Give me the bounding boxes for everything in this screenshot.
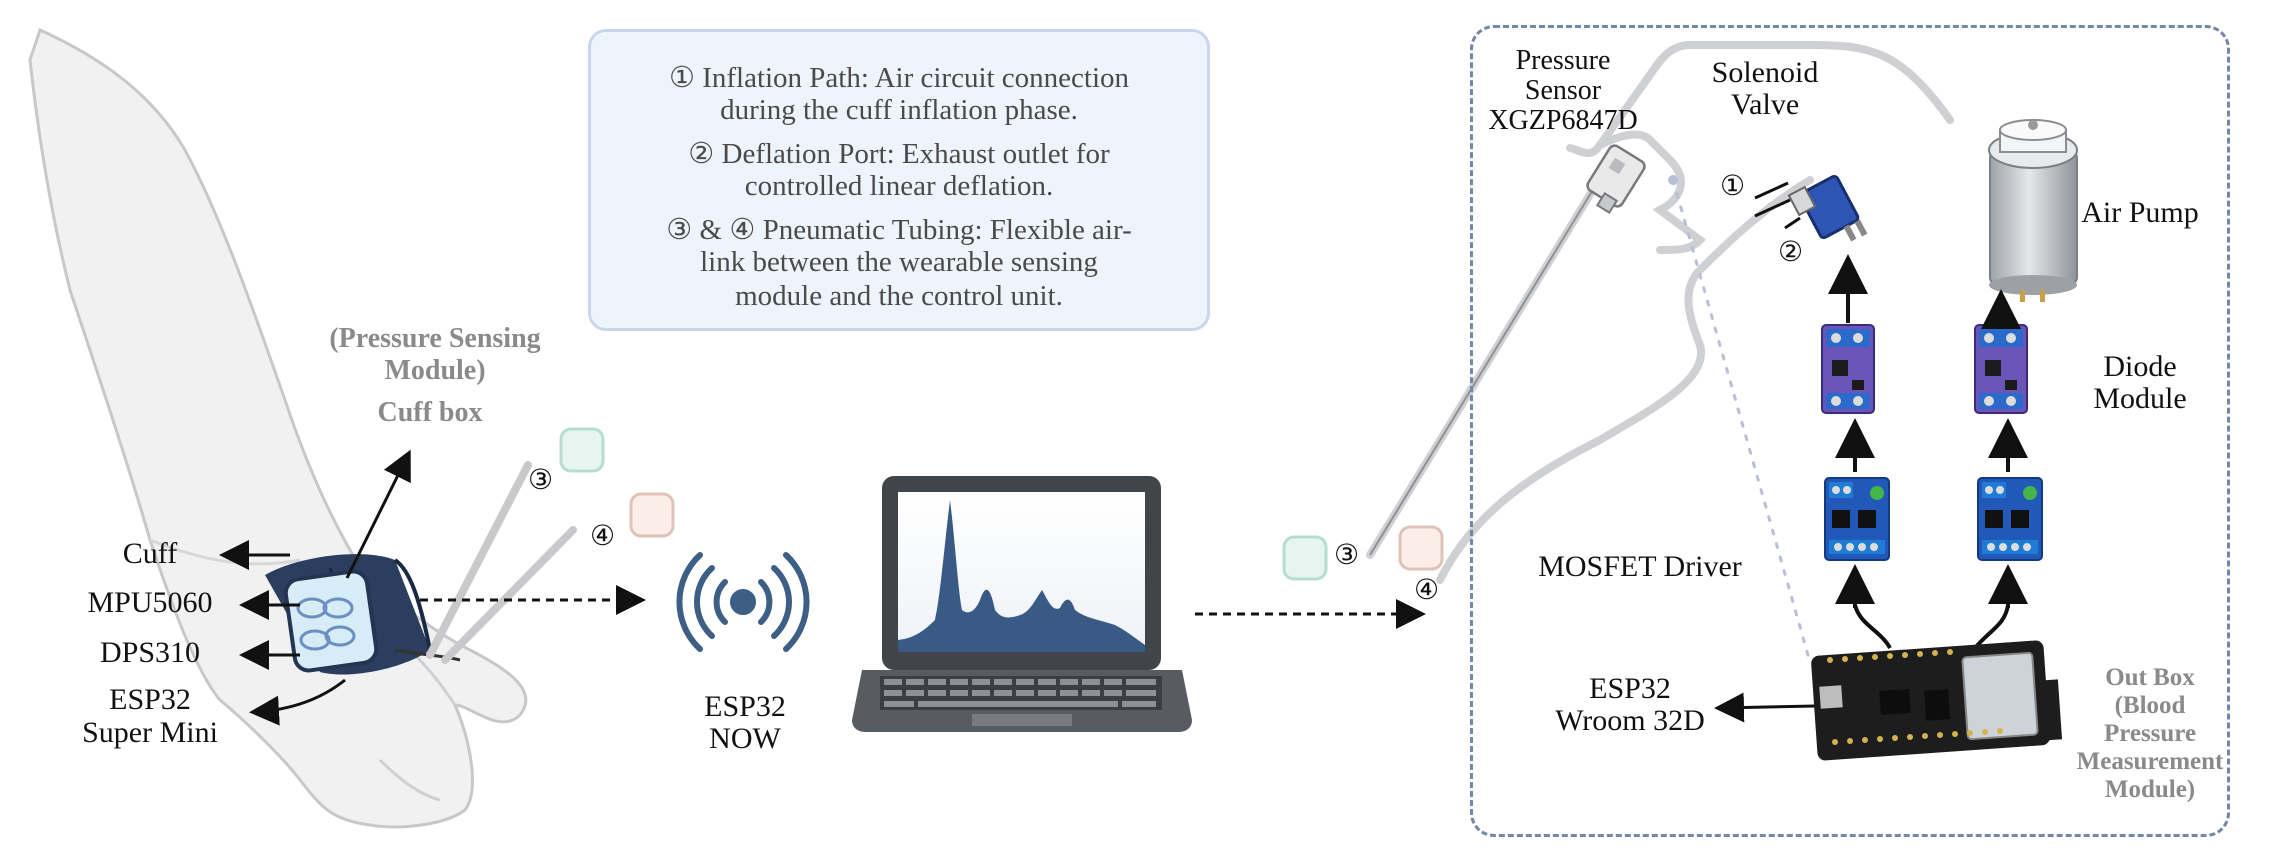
out-box-frame	[1470, 25, 2230, 837]
module-title-1: (Pressure Sensing	[329, 323, 541, 354]
port-1-bracket-2	[1754, 198, 1791, 218]
cuff-box	[283, 569, 379, 673]
diode-label-1: Diode	[2103, 350, 2177, 383]
tube-4-marker-left: ④	[590, 521, 616, 552]
diode-module-left	[1821, 324, 1875, 414]
pressure-sensor-icon	[1586, 144, 1646, 215]
outbox-title-4: Measurement	[2076, 748, 2224, 775]
legend-line-5: ③ & ④ Pneumatic Tubing: Flexible air-	[666, 214, 1132, 246]
tube-4-connector-right	[1398, 525, 1444, 571]
esp32-wroom-label-1: ESP32	[1589, 672, 1671, 705]
tube-3-marker-left: ③	[528, 465, 554, 496]
legend-line-7: module and the control unit.	[735, 280, 1063, 312]
dps-label: DPS310	[99, 636, 201, 669]
tube-3-connector-right	[1282, 535, 1328, 581]
legend-line-4: controlled linear deflation.	[744, 170, 1054, 202]
tube-3-marker-right: ③	[1334, 540, 1360, 571]
mpu-label: MPU5060	[87, 586, 213, 619]
legend-box: ① Inflation Path: Air circuit connection…	[588, 29, 1210, 331]
mosfet-driver-left	[1824, 477, 1890, 561]
esp32-mini-arrow	[249, 678, 346, 726]
esp32-wroom-board	[1811, 640, 2063, 761]
esp32-mini-label-1: ESP32	[109, 683, 191, 716]
legend-line-3: ② Deflation Port: Exhaust outlet for	[688, 138, 1110, 170]
sensor-signal-dot	[1668, 175, 1678, 185]
tube-3-left	[426, 461, 532, 659]
legend-line-1: ① Inflation Path: Air circuit connection	[668, 62, 1130, 94]
mosfet-driver-right	[1977, 477, 2043, 561]
pressure-sensor-label-2: Sensor	[1524, 75, 1602, 106]
laptop-icon	[852, 476, 1192, 732]
legend-line-2: during the cuff inflation phase.	[720, 94, 1078, 126]
outbox-title-2: (Blood	[2114, 692, 2186, 719]
port-1-marker: ①	[1720, 171, 1746, 202]
esp-now-label-2: NOW	[709, 722, 781, 755]
diode-label-2: Module	[2093, 382, 2187, 415]
diode-module-right	[1974, 324, 2028, 414]
esp32-wroom-label-2: Wroom 32D	[1555, 704, 1705, 737]
outbox-title-5: Module)	[2104, 776, 2196, 803]
mosfet-label: MOSFET Driver	[1538, 550, 1742, 583]
tube-4-connector-left	[629, 492, 675, 538]
esp-wire-right	[1973, 604, 2010, 650]
outbox-title-1: Out Box	[2105, 664, 2195, 691]
esp-wire-left	[1853, 604, 1892, 650]
air-pump-label: Air Pump	[2081, 196, 2199, 229]
module-title-2: Module)	[384, 355, 486, 386]
tube-outline	[1369, 169, 1606, 556]
solenoid-label-1: Solenoid	[1711, 56, 1819, 89]
port-2-bracket	[1784, 216, 1801, 230]
esp-now-label-1: ESP32	[704, 690, 786, 723]
cuff-label: Cuff	[122, 537, 178, 570]
esp32-mini-label-2: Super Mini	[82, 716, 218, 749]
port-1-bracket	[1754, 181, 1789, 200]
outbox-title-3: Pressure	[2103, 720, 2197, 747]
tube-4-left	[441, 526, 577, 664]
port-2-marker: ②	[1778, 237, 1804, 268]
tube-3-connector-left	[559, 427, 605, 473]
esp32-wroom-arrow	[1714, 692, 1816, 723]
legend-line-6: link between the wearable sensing	[700, 246, 1098, 278]
wireless-icon	[676, 552, 810, 652]
pressure-sensor-label-3: XGZP6847D	[1488, 105, 1638, 136]
cuff-box-label: Cuff box	[377, 397, 483, 428]
solenoid-label-2: Valve	[1730, 88, 1800, 121]
pressure-sensor-label-1: Pressure	[1515, 45, 1611, 76]
tube-4-marker-right: ④	[1414, 575, 1440, 606]
air-pump-icon	[1988, 119, 2078, 302]
solenoid-valve-icon	[1787, 174, 1868, 242]
cuff-box-arrow	[345, 449, 411, 579]
